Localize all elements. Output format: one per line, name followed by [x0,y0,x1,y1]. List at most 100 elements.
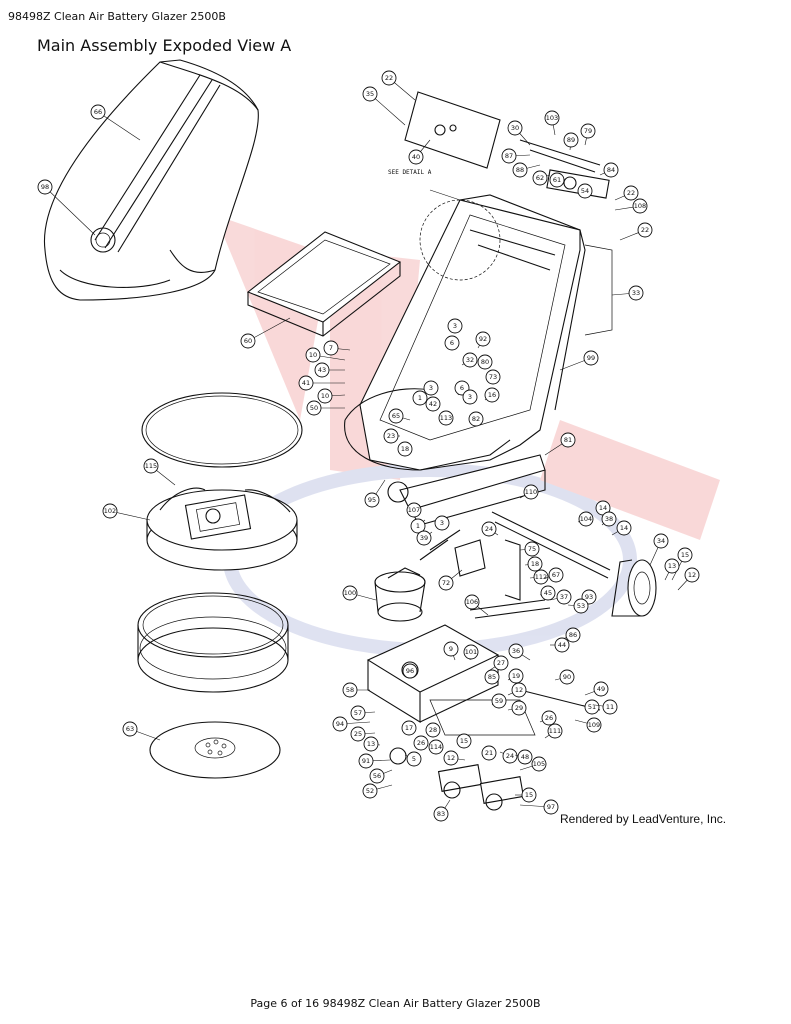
part-callout-number: 63 [126,725,134,733]
part-callout: 84 [603,162,619,178]
part-callout-number: 24 [485,525,493,533]
caster-wheels [389,747,525,811]
part-callout: 104 [578,511,594,527]
part-callout-number: 97 [547,803,555,811]
part-callout-number: 56 [373,772,381,780]
part-callout: 85 [484,669,500,685]
part-callout: 19 [508,668,524,684]
part-callout-number: 36 [512,647,520,655]
part-callout: 3 [423,380,439,396]
part-callout-number: 49 [597,685,605,693]
part-callout: 38 [601,511,617,527]
part-callout-number: 13 [367,740,375,748]
part-callout: 34 [653,533,669,549]
part-callout: 45 [540,585,556,601]
part-callout-number: 95 [368,496,376,504]
part-callout-number: 62 [536,174,544,182]
part-callout-number: 115 [145,462,157,470]
part-callout: 99 [583,350,599,366]
part-callout-number: 103 [546,114,558,122]
part-callout-number: 112 [535,573,547,581]
part-callout-number: 73 [489,373,497,381]
part-callout-number: 29 [515,704,523,712]
part-callout-number: 96 [406,667,414,675]
part-callout-number: 101 [465,648,477,656]
part-callout: 83 [433,806,449,822]
part-callout-number: 72 [442,579,450,587]
part-callout: 1 [412,390,428,406]
gasket-ring [141,392,303,468]
part-callout: 37 [556,589,572,605]
part-callout: 86 [565,627,581,643]
part-callout: 111 [547,723,563,739]
part-callout-number: 48 [521,753,529,761]
part-callout: 49 [593,681,609,697]
part-callout: 11 [602,699,618,715]
motor [374,567,426,622]
section-title: Main Assembly Expoded View A [37,36,292,55]
part-callout: 113 [438,410,454,426]
part-callout-number: 108 [634,202,646,210]
part-callout: 5 [406,751,422,767]
page-footer: Page 6 of 16 98498Z Clean Air Battery Gl… [250,997,541,1010]
part-callout: 23 [383,428,399,444]
part-callout: 12 [511,682,527,698]
part-callout: 42 [425,396,441,412]
part-callout-number: 81 [564,436,572,444]
part-callout: 27 [493,655,509,671]
part-callout-number: 66 [94,108,102,116]
part-callout: 106 [464,594,480,610]
part-callout-number: 102 [104,507,116,515]
axle-wheel [491,511,657,617]
part-callout: 15 [521,787,537,803]
part-callout-number: 53 [577,602,585,610]
render-credit: Rendered by LeadVenture, Inc. [560,812,727,826]
part-callout: 87 [501,148,517,164]
callout-leader [44,186,96,236]
part-callout: 60 [240,333,256,349]
part-callout-number: 67 [552,571,560,579]
part-callout: 28 [425,722,441,738]
part-callout-number: 75 [528,545,536,553]
part-callout-number: 1 [418,394,422,402]
part-callout: 97 [543,799,559,815]
part-callout: 3 [462,389,478,405]
part-callout-number: 3 [453,322,457,330]
part-callout: 67 [548,567,564,583]
part-callout: 73 [485,369,501,385]
part-callout: 105 [531,756,547,772]
part-callout: 16 [484,387,500,403]
part-callout-number: 90 [563,673,571,681]
part-callout-number: 44 [558,641,566,649]
part-callout: 98 [37,179,53,195]
part-callout: 30 [507,120,523,136]
part-callout: 7 [323,340,339,356]
part-callout-number: 80 [481,358,489,366]
part-callout: 58 [342,682,358,698]
part-callout-number: 12 [688,571,696,579]
part-callout-number: 25 [354,730,362,738]
part-callout: 52 [362,783,378,799]
part-callout-number: 27 [497,659,505,667]
part-callout: 3 [447,318,463,334]
part-callout: 41 [298,375,314,391]
part-callout: 54 [577,183,593,199]
part-callout-number: 58 [346,686,354,694]
part-callout: 10 [317,388,333,404]
part-callout-number: 83 [437,810,445,818]
part-callout: 12 [443,750,459,766]
part-callout: 112 [533,569,549,585]
part-callout: 43 [314,362,330,378]
part-callout-number: 60 [244,337,252,345]
part-callout: 15 [677,547,693,563]
part-callout: 102 [102,503,118,519]
part-callout-number: 19 [512,672,520,680]
brackets [419,529,521,601]
part-callout: 90 [559,669,575,685]
part-callout: 40 [408,149,424,165]
hood-cover [43,59,259,301]
part-callout-number: 100 [344,589,356,597]
part-callout: 79 [580,123,596,139]
part-callout-number: 26 [417,739,425,747]
part-callout-number: 12 [447,754,455,762]
